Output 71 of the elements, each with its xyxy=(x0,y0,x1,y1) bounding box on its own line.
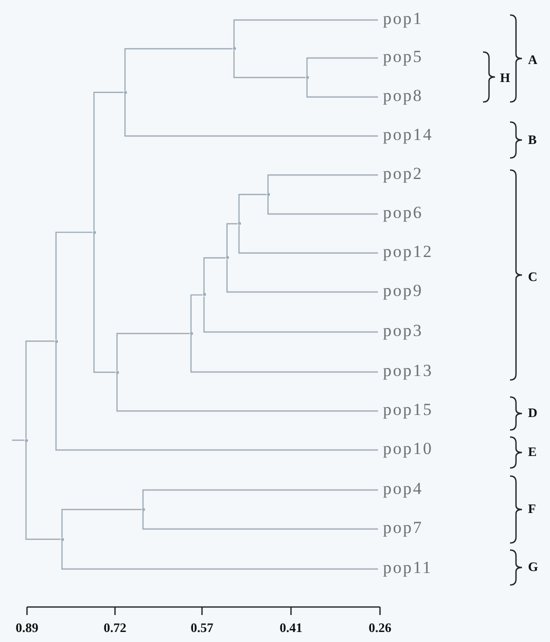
junction-point xyxy=(238,222,240,226)
axis-tick-label: 0.26 xyxy=(368,620,392,635)
leaf-label: pop3 xyxy=(383,320,423,342)
junction-point xyxy=(124,90,126,94)
dendrogram-branch xyxy=(12,440,24,441)
dendrogram-branch xyxy=(25,340,54,439)
group-letter: F xyxy=(528,501,536,516)
group-letter: H xyxy=(500,70,510,85)
junction-point xyxy=(266,193,270,196)
dendrogram-branch xyxy=(124,94,378,137)
dendrogram-branch xyxy=(25,442,60,540)
leaf-label: pop14 xyxy=(383,124,433,146)
dendrogram-branch xyxy=(226,223,238,256)
leaf-label: pop11 xyxy=(383,557,432,579)
dendrogram-branch xyxy=(226,259,378,293)
junction-point xyxy=(232,47,236,50)
junction-point xyxy=(306,76,308,79)
group-letter: B xyxy=(528,132,537,147)
leaf-label: pop5 xyxy=(383,46,423,68)
leaf-label: pop12 xyxy=(383,241,433,263)
leaf-label: pop6 xyxy=(383,202,423,224)
leaf-label: pop4 xyxy=(383,478,423,500)
dendrogram-branch xyxy=(61,508,142,538)
axis-tick-label: 0.57 xyxy=(190,620,214,635)
leaf-label: pop10 xyxy=(383,438,433,460)
dendrogram-branch xyxy=(238,194,266,222)
group-letter: A xyxy=(528,52,538,67)
dendrogram-branch xyxy=(61,540,378,570)
leaf-label: pop13 xyxy=(383,360,433,382)
leaf-label: pop1 xyxy=(383,8,423,30)
junction-point xyxy=(60,538,64,541)
dendrogram-branch xyxy=(233,19,378,48)
group-letter: G xyxy=(528,559,538,574)
leaf-label: pop15 xyxy=(383,399,433,421)
leaf-label: pop9 xyxy=(383,280,423,302)
junction-point xyxy=(226,256,228,260)
junction-point xyxy=(92,230,96,234)
dendrogram-branch xyxy=(190,334,378,373)
dendrogram-branch xyxy=(55,342,378,451)
dendrogram-branch xyxy=(203,257,226,294)
dendrogram-branch xyxy=(233,50,306,78)
dendrogram-branch xyxy=(306,79,378,98)
axis-tick-label: 0.41 xyxy=(280,620,302,635)
junction-point xyxy=(116,370,118,374)
dendrogram-branch xyxy=(55,232,92,340)
dendrogram-branch xyxy=(142,489,378,508)
dendrogram-branch xyxy=(142,511,378,530)
group-letter: D xyxy=(528,405,538,420)
axis-tick-label: 0.89 xyxy=(16,620,38,635)
dendrogram-branch xyxy=(116,332,190,371)
junction-point xyxy=(24,438,28,442)
dendrogram-branch xyxy=(306,57,378,76)
dendrogram-branch xyxy=(93,92,124,231)
junction-point xyxy=(142,508,144,511)
leaf-label: pop8 xyxy=(383,85,423,107)
leaf-label: pop7 xyxy=(383,517,423,539)
dendrogram-branch xyxy=(267,174,378,193)
axis-tick-label: 0.72 xyxy=(104,620,126,635)
dendrogram-branch xyxy=(203,296,378,333)
dendrogram-branch xyxy=(267,196,378,215)
dendrogram-branch xyxy=(190,294,202,332)
group-letter: E xyxy=(528,444,537,459)
junction-point xyxy=(54,340,58,343)
leaf-label: pop2 xyxy=(383,163,423,185)
dendrogram-branch xyxy=(93,234,116,373)
junction-point xyxy=(202,293,206,296)
group-letter: C xyxy=(528,269,538,284)
junction-point xyxy=(190,332,192,335)
dendrogram-branch xyxy=(238,225,378,254)
dendrogram-branch xyxy=(124,48,232,91)
dendrogram-branch xyxy=(116,374,378,412)
